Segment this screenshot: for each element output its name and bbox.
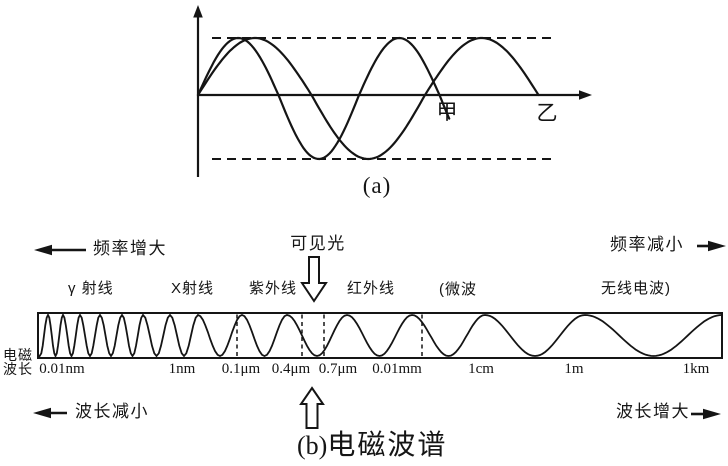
wave-yi-label: 乙 [536,102,558,125]
panel-b-caption-title: 电磁波谱 [327,429,448,460]
visible-light-pointer-down-icon [300,256,328,303]
spectrum-pointer-up-icon [299,386,325,429]
wavelength-decrease-arrow-icon [33,407,67,419]
frequency-increase-arrow-icon [34,244,86,256]
tick-0-1um: 0.1μm [221,361,261,377]
tick-1m: 1m [564,361,584,377]
band-label-radio-wave: 无线电波) [601,280,671,297]
tick-0-01mm: 0.01mm [372,361,422,377]
band-label-gamma-ray: γ 射线 [68,280,114,297]
wave-jia-curve [196,36,451,161]
visible-light-label: 可见光 [290,234,346,253]
panel-b-caption: (b)电磁波谱 [297,429,448,460]
tick-1km: 1km [682,361,710,377]
wave-jia-label: 甲 [436,101,458,124]
wavelength-increase-arrow-icon [691,408,721,420]
spectrum-wave-curve [38,312,723,359]
tick-1nm: 1nm [168,361,196,377]
em-wavelength-axis-label-line2: 波长 [3,361,33,377]
panel-b-caption-index: (b) [297,431,328,460]
spectrum-band-box [37,312,723,359]
em-wavelength-axis-label-line1: 电磁 [3,347,33,363]
frequency-increase-label: 频率增大 [93,239,167,258]
spectrum-dashed-boundaries [236,314,423,357]
wave-yi-curve [196,36,540,161]
frequency-decrease-label: 频率减小 [610,235,684,254]
tick-0-7um: 0.7μm [318,361,358,377]
band-label-microwave: (微波 [439,281,477,298]
y-axis-arrowhead-icon [193,5,203,18]
band-label-infrared: 红外线 [347,280,396,297]
panel-b-spectrum [33,240,726,429]
wavelength-decrease-label: 波长减小 [75,402,149,421]
frequency-decrease-arrow-icon [697,240,726,252]
tick-1cm: 1cm [468,361,494,377]
panel-a-plot [193,5,592,177]
band-label-x-ray: X射线 [171,280,215,297]
panel-a-caption: (a) [362,173,392,198]
band-label-ultraviolet: 紫外线 [249,280,298,297]
tick-0-4um: 0.4μm [271,361,311,377]
x-axis-arrowhead-icon [579,90,592,100]
wavelength-increase-label: 波长增大 [616,402,690,421]
tick-0-01nm: 0.01nm [39,361,85,377]
